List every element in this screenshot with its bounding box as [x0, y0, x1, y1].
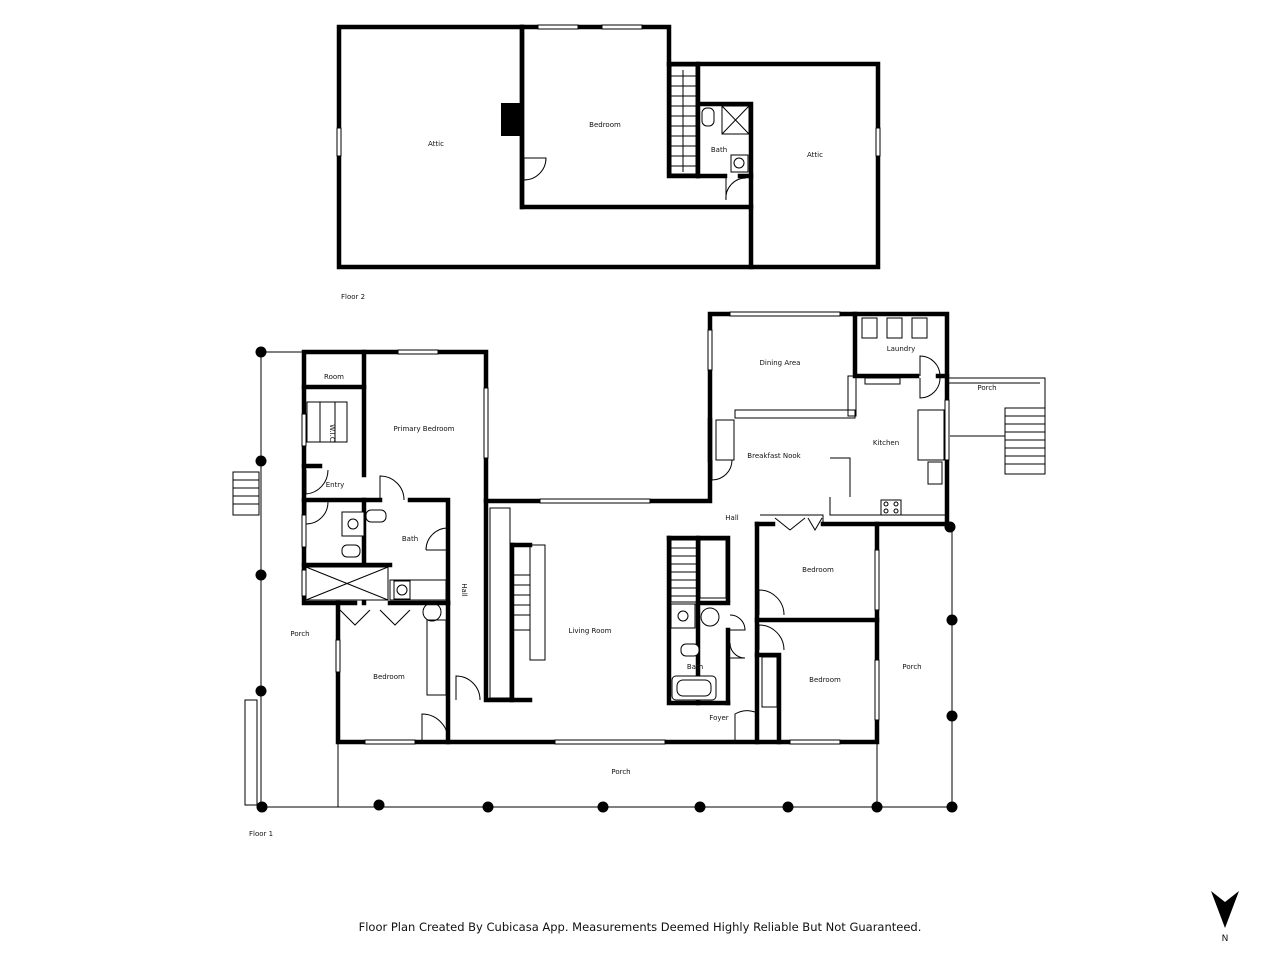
- door: [339, 609, 371, 626]
- room-label-bedroom-east-1: Bedroom: [802, 566, 834, 574]
- window: [789, 739, 841, 745]
- door: [305, 469, 329, 495]
- toilet-icon: [365, 509, 387, 523]
- door: [725, 176, 747, 201]
- room-label-breakfast-nook: Breakfast Nook: [747, 452, 801, 460]
- sink-icon: [670, 603, 696, 629]
- room-label-bedroom-upper: Bedroom: [589, 121, 621, 129]
- floor-label-1: Floor 1: [249, 830, 273, 838]
- door: [758, 624, 785, 651]
- door: [455, 675, 481, 701]
- window: [301, 569, 307, 597]
- water-heater-icon: [700, 607, 720, 627]
- room-label-room: Room: [324, 373, 344, 381]
- window: [875, 127, 881, 157]
- window: [537, 24, 579, 30]
- stairs-upper: [670, 65, 697, 175]
- door: [734, 710, 756, 740]
- room-label-bath-upper: Bath: [711, 146, 727, 154]
- window: [874, 549, 880, 611]
- window: [483, 387, 489, 459]
- room-label-bedroom-east-2: Bedroom: [809, 676, 841, 684]
- window: [539, 498, 651, 504]
- door: [774, 517, 806, 531]
- room-label-hall-center: Hall: [725, 514, 738, 522]
- sink-icon: [341, 511, 365, 537]
- door: [919, 377, 941, 399]
- stove-icon: [880, 499, 902, 516]
- room-label-porch-ne: Porch: [977, 384, 996, 392]
- floor-1: Room W.I.C Primary Bedroom Entry Bath Ha…: [232, 311, 1046, 838]
- porch-step: [244, 699, 258, 806]
- window: [729, 311, 841, 317]
- toilet-icon: [680, 643, 700, 657]
- room-label-bedroom-sw: Bedroom: [373, 673, 405, 681]
- utility-icon: [911, 317, 928, 339]
- door: [758, 589, 785, 616]
- window: [397, 349, 439, 355]
- door: [729, 614, 746, 631]
- room-label-primary-bedroom: Primary Bedroom: [394, 425, 455, 433]
- door: [807, 517, 823, 531]
- door: [379, 609, 411, 626]
- window: [554, 739, 666, 745]
- room-label-entry: Entry: [326, 481, 345, 489]
- north-arrow-icon: N: [1211, 891, 1239, 944]
- room-label-hall-west: Hall: [460, 583, 468, 596]
- stairs-ne-porch: [1004, 407, 1046, 475]
- room-label-wic: W.I.C: [328, 424, 336, 442]
- disclaimer-text: Floor Plan Created By Cubicasa App. Meas…: [358, 920, 922, 934]
- window: [301, 413, 307, 447]
- door: [523, 157, 547, 181]
- toilet-icon: [341, 544, 361, 558]
- room-label-kitchen: Kitchen: [873, 439, 899, 447]
- room-label-dining-area: Dining Area: [760, 359, 801, 367]
- stairs-west-porch: [232, 471, 260, 516]
- room-label-porch-south: Porch: [611, 768, 630, 776]
- window: [335, 639, 341, 673]
- room-label-foyer: Foyer: [709, 714, 729, 722]
- bathtub-icon: [671, 675, 717, 701]
- sink-icon: [927, 461, 943, 485]
- window: [874, 659, 880, 721]
- water-heater-icon: [422, 602, 442, 622]
- room-label-porch-east: Porch: [902, 663, 921, 671]
- room-label-porch-west: Porch: [290, 630, 309, 638]
- chimney: [501, 103, 522, 136]
- floor-2: Attic Bedroom Bath Attic Floor 2: [336, 24, 881, 301]
- window: [707, 329, 713, 371]
- room-label-attic-west: Attic: [428, 140, 444, 148]
- sink-icon: [393, 580, 411, 600]
- room-label-attic-east: Attic: [807, 151, 823, 159]
- window: [364, 739, 416, 745]
- window: [601, 24, 643, 30]
- door: [729, 642, 746, 659]
- door: [711, 459, 733, 481]
- door: [421, 713, 449, 741]
- window: [944, 399, 950, 461]
- north-label: N: [1222, 934, 1229, 944]
- room-label-bath-center: Bath: [687, 663, 703, 671]
- room-label-living-room: Living Room: [569, 627, 612, 635]
- porch-posts: [255, 346, 958, 813]
- door: [305, 501, 329, 525]
- stairs-center: [670, 539, 698, 603]
- window: [336, 127, 342, 157]
- door: [919, 355, 941, 377]
- window: [301, 514, 307, 548]
- room-label-laundry: Laundry: [887, 345, 916, 353]
- floor-label-2: Floor 2: [341, 293, 365, 301]
- door: [425, 527, 449, 551]
- room-label-bath-primary: Bath: [402, 535, 418, 543]
- washer-icon: [861, 317, 878, 339]
- dryer-icon: [886, 317, 903, 339]
- door: [379, 475, 405, 501]
- toilet-icon: [701, 107, 715, 127]
